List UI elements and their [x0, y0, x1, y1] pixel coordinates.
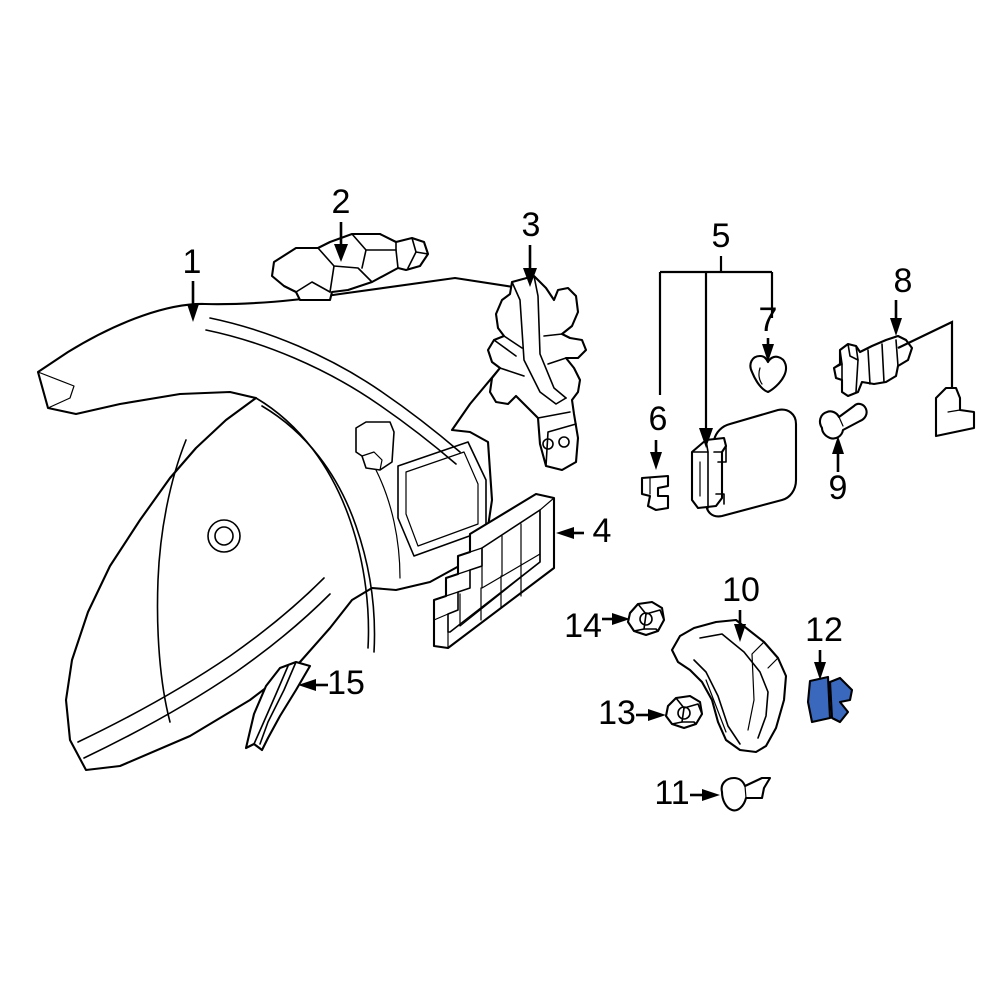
part-hex-nut-upper[interactable] [626, 600, 666, 637]
leader-3 [523, 245, 537, 287]
callout-number-4[interactable]: 4 [593, 512, 612, 550]
leader-2 [334, 222, 348, 262]
part-wheelhouse-brace[interactable] [486, 274, 588, 472]
callout-number-14[interactable]: 14 [564, 607, 602, 645]
callout-number-12[interactable]: 12 [805, 611, 843, 649]
callout-number-7[interactable]: 7 [759, 301, 778, 339]
leader-8 [890, 300, 902, 336]
callout-number-8[interactable]: 8 [894, 262, 913, 300]
callout-number-11[interactable]: 11 [654, 774, 689, 812]
part-push-pin-clip[interactable] [720, 776, 772, 812]
part-fuel-door-bumper[interactable] [749, 354, 788, 394]
leader-11 [690, 789, 720, 801]
leader-7 [762, 338, 774, 362]
callout-number-2[interactable]: 2 [332, 183, 351, 221]
callout-number-10[interactable]: 10 [722, 571, 760, 609]
part-latch-pin[interactable] [818, 402, 868, 440]
part-fuel-door-clip[interactable] [640, 474, 670, 512]
part-fuel-filler-door[interactable] [690, 408, 798, 518]
callout-number-6[interactable]: 6 [649, 400, 668, 438]
part-fuel-door-latch[interactable] [832, 320, 976, 438]
leader-13 [636, 709, 666, 721]
leader-6 [650, 440, 662, 470]
part-hex-nut-lower[interactable] [664, 694, 704, 730]
part-rocker-extension[interactable] [244, 660, 312, 752]
leader-5 [658, 256, 774, 448]
leader-9 [832, 436, 844, 472]
part-rail-reinforcement-bracket[interactable] [270, 232, 430, 302]
leader-14 [602, 613, 630, 625]
callout-number-3[interactable]: 3 [522, 206, 541, 244]
callout-number-13[interactable]: 13 [598, 694, 636, 732]
part-bracket-highlighted[interactable] [806, 675, 854, 724]
leader-12 [814, 650, 826, 680]
leader-10 [734, 610, 746, 642]
leader-4 [556, 527, 584, 539]
callout-number-15[interactable]: 15 [327, 664, 365, 702]
part-pressure-relief-vent[interactable] [432, 492, 556, 650]
part-splash-shield[interactable] [670, 618, 788, 754]
callout-number-5[interactable]: 5 [712, 217, 731, 255]
leader-1 [187, 281, 199, 322]
part-quarter-panel-outer[interactable] [36, 276, 542, 772]
callout-number-9[interactable]: 9 [829, 469, 848, 507]
leader-15 [298, 679, 328, 691]
callout-number-1[interactable]: 1 [183, 243, 202, 281]
